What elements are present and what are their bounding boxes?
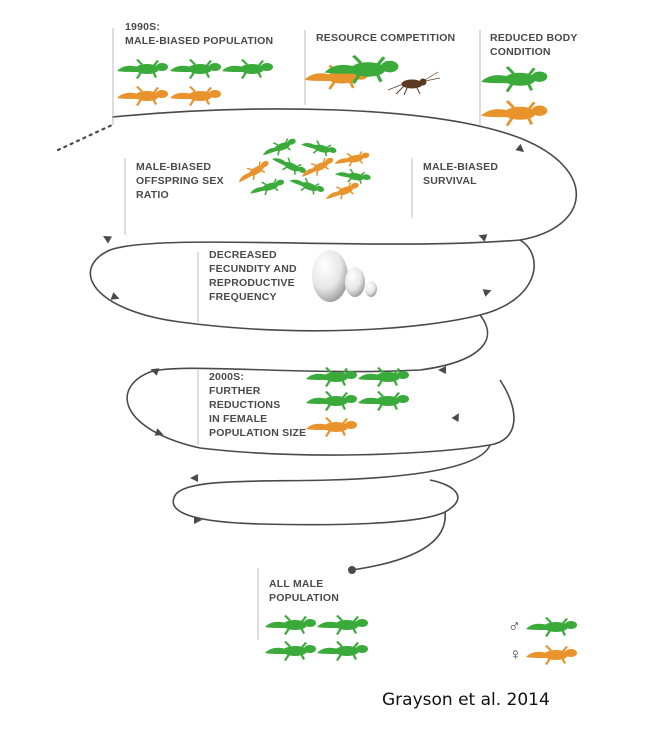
orange-tuatara-icon xyxy=(170,86,221,106)
legend: ♂ ♀ xyxy=(508,617,577,665)
spiral-line-2 xyxy=(126,314,515,456)
green-tuatara-icon xyxy=(306,367,357,387)
label-1990s: 1990s: MALE-BIASED POPULATION xyxy=(125,21,274,47)
group-2000s-tuatara xyxy=(306,367,409,437)
orange-tuatara-icon xyxy=(306,417,357,437)
spiral-line-4 xyxy=(351,511,446,571)
green-tuatara-icon xyxy=(117,59,168,79)
label-survival: MALE-BIASED SURVIVAL xyxy=(423,161,499,187)
egg-icon xyxy=(345,267,365,297)
arrow-10 xyxy=(190,474,198,482)
label-2000s: 2000s: FURTHER REDUCTIONS IN FEMALE POPU… xyxy=(209,371,307,439)
green-tuatara-icon xyxy=(170,59,221,79)
green-tuatara-icon xyxy=(299,136,338,160)
female-symbol: ♀ xyxy=(509,645,522,664)
cricket-icon xyxy=(387,71,441,96)
group-body-condition xyxy=(481,66,548,127)
green-tuatara-icon xyxy=(265,641,316,661)
spiral-line-3 xyxy=(172,444,491,526)
green-tuatara-icon xyxy=(317,615,368,635)
green-tuatara-icon xyxy=(265,615,316,635)
green-tuatara-icon xyxy=(526,617,577,637)
green-tuatara-icon xyxy=(306,391,357,411)
arrow-2 xyxy=(478,234,488,242)
group-eggs xyxy=(312,250,377,302)
group-resource-competition xyxy=(304,54,441,96)
arrow-7 xyxy=(150,368,160,376)
green-tuatara-icon xyxy=(317,641,368,661)
label-resource-competition: RESOURCE COMPETITION xyxy=(316,32,456,44)
green-tuatara-icon xyxy=(358,391,409,411)
male-symbol: ♂ xyxy=(508,617,521,636)
group-1990s-tuatara xyxy=(117,59,273,106)
label-body-condition: REDUCED BODY CONDITION xyxy=(490,32,578,58)
orange-tuatara-icon xyxy=(117,86,168,106)
arrow-8 xyxy=(154,428,164,436)
orange-tuatara-icon xyxy=(526,645,577,665)
label-fecundity: DECREASED FECUNDITY AND REPRODUCTIVE FRE… xyxy=(209,249,297,303)
label-all-male: ALL MALE POPULATION xyxy=(269,578,340,604)
green-tuatara-icon xyxy=(269,151,308,180)
green-tuatara-icon xyxy=(481,66,548,93)
green-tuatara-icon xyxy=(287,172,326,199)
green-tuatara-icon xyxy=(260,135,299,161)
green-tuatara-icon xyxy=(333,166,372,187)
spiral-line-1 xyxy=(89,108,578,332)
egg-icon xyxy=(312,250,348,302)
citation: Grayson et al. 2014 xyxy=(382,690,550,710)
orange-tuatara-icon xyxy=(323,179,362,205)
green-tuatara-icon xyxy=(222,59,273,79)
orange-tuatara-icon xyxy=(234,157,273,188)
group-all-male-tuatara xyxy=(265,615,368,661)
orange-tuatara-icon xyxy=(481,100,548,127)
orange-tuatara-icon xyxy=(333,149,371,170)
arrow-11 xyxy=(194,516,202,524)
arrow-6 xyxy=(438,366,446,374)
arrow-5 xyxy=(482,289,492,297)
label-offspring-sex-ratio: MALE-BIASED OFFSPRING SEX RATIO xyxy=(136,161,224,201)
arrow-3 xyxy=(103,236,112,244)
dotted-lead-in xyxy=(56,123,114,152)
arrow-4 xyxy=(110,292,120,300)
spiral-end-dot xyxy=(348,566,356,574)
egg-icon xyxy=(365,281,377,297)
group-offspring-hatchlings xyxy=(234,135,372,205)
arrow-9 xyxy=(451,413,459,422)
arrow-1 xyxy=(515,143,525,153)
